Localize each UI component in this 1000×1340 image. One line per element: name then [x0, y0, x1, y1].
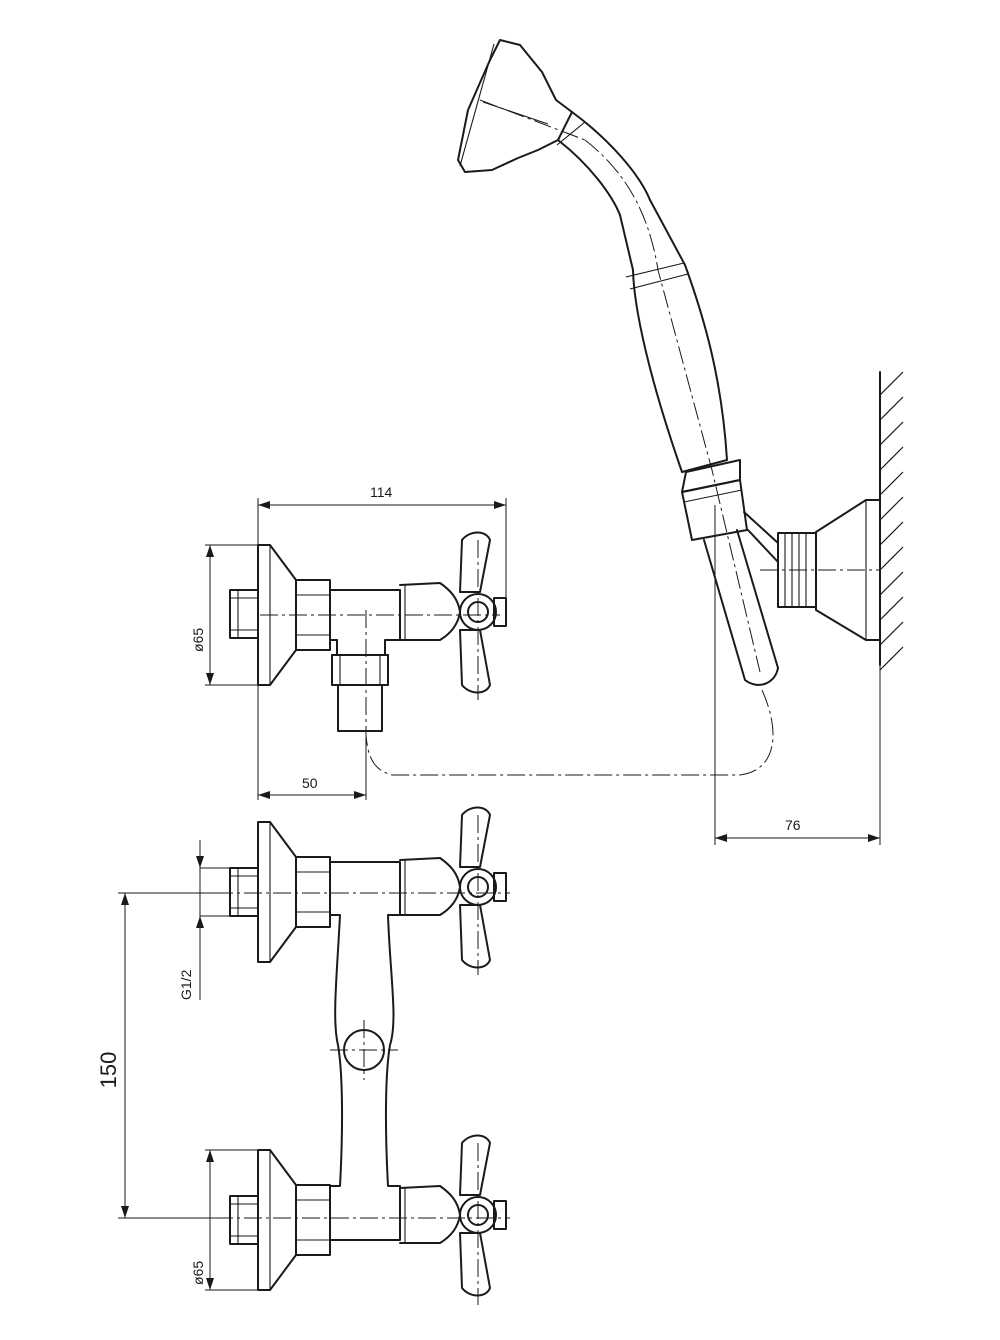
shower-hose: [365, 689, 774, 776]
wall-holder: [760, 499, 881, 641]
dim-label-114: 114: [370, 484, 393, 500]
dim-label-d65-top: ø65: [190, 628, 206, 652]
hand-shower: [457, 39, 779, 686]
dim-label-150: 150: [96, 1052, 121, 1089]
mixer-front-view: [215, 806, 510, 1305]
dim-label-76: 76: [785, 817, 801, 833]
dim-holder-offset: 76: [714, 505, 881, 845]
dim-width-total: 114: [257, 484, 507, 600]
dim-flange-diameter-top: ø65: [190, 544, 258, 686]
dim-outlet-offset: 50: [257, 685, 367, 800]
mixer-side-view: [229, 531, 507, 740]
dim-flange-diameter-bottom: ø65: [190, 1149, 258, 1291]
wall-hatching: [879, 371, 904, 671]
wall: [879, 371, 904, 671]
dim-label-d65-bottom: ø65: [190, 1261, 206, 1285]
dim-label-g12: G1/2: [178, 969, 194, 1000]
dim-center-distance: 150: [96, 892, 230, 1219]
dim-thread-size: G1/2: [178, 840, 230, 1000]
dim-label-50: 50: [302, 775, 318, 791]
